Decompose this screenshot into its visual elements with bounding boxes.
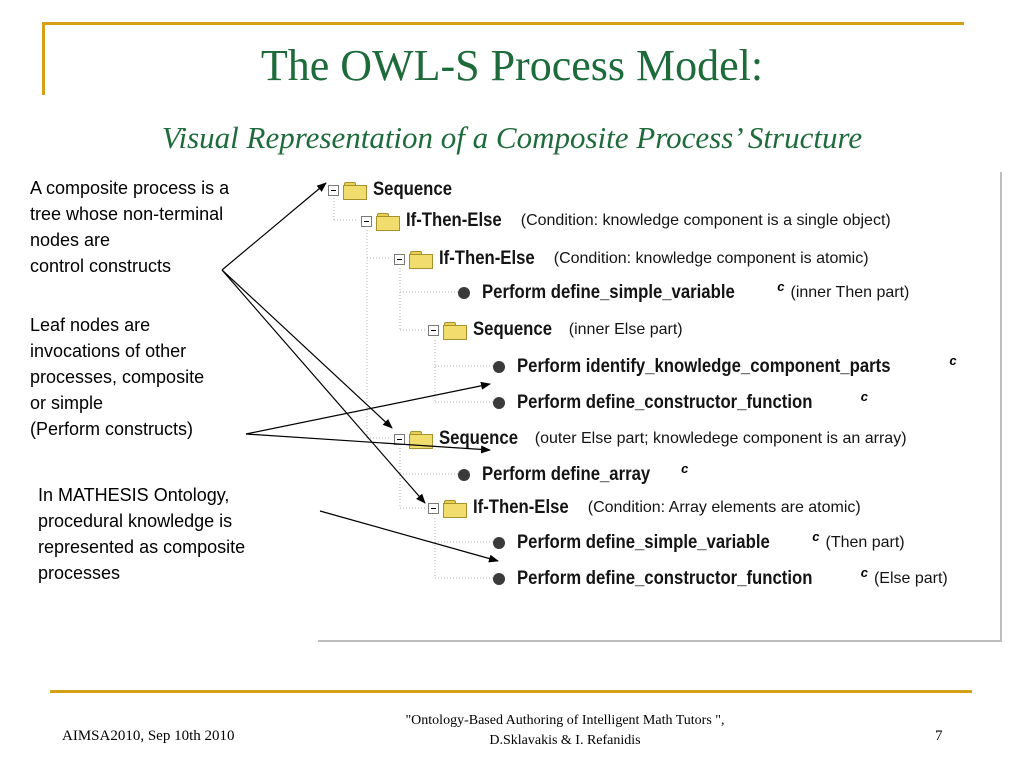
node-label: Perform define_simple_variable: [482, 282, 735, 303]
tree-node-if-then-else-outer[interactable]: If-Then-Else (Condition: knowledge compo…: [361, 206, 891, 236]
composite-mark: c: [812, 528, 820, 544]
tree-node-perform-define-array[interactable]: Perform define_array c: [448, 460, 688, 490]
slide-subtitle: Visual Representation of a Composite Pro…: [161, 120, 863, 155]
folder-icon: [409, 430, 433, 449]
folder-icon: [443, 321, 467, 340]
node-label: If-Then-Else: [406, 210, 502, 231]
slide-title: The OWL-S Process Model:: [260, 41, 764, 90]
node-label: Perform define_constructor_function: [517, 568, 813, 589]
process-tree-panel: Sequence If-Then-Else (Condition: knowle…: [318, 172, 1002, 642]
node-label: Sequence: [473, 319, 552, 340]
leaf-bullet-icon: [493, 397, 505, 409]
annotation-mathesis: In MATHESIS Ontology, procedural knowled…: [38, 485, 246, 583]
tree-node-sequence-root[interactable]: Sequence: [328, 175, 463, 205]
node-note: (Condition: knowledge component is a sin…: [520, 212, 891, 229]
tree-node-if-then-else-inner[interactable]: If-Then-Else (Condition: knowledge compo…: [394, 244, 869, 274]
left-border-line: [42, 22, 45, 95]
collapse-icon[interactable]: [428, 502, 439, 514]
tree-node-perform-define-constructor-2[interactable]: Perform define_constructor_function c (E…: [483, 564, 948, 594]
collapse-icon[interactable]: [328, 184, 339, 196]
tree-node-if-then-else-array[interactable]: If-Then-Else (Condition: Array elements …: [428, 493, 861, 523]
composite-mark: c: [860, 564, 868, 580]
node-label: Sequence: [439, 428, 518, 449]
footer-divider: [50, 690, 972, 693]
folder-icon: [443, 499, 467, 518]
collapse-icon[interactable]: [361, 215, 372, 227]
node-label: Perform identify_knowledge_component_par…: [517, 356, 891, 377]
node-note: (Then part): [825, 534, 905, 551]
leaf-bullet-icon: [458, 287, 470, 299]
tree-node-sequence-outer-else[interactable]: Sequence (outer Else part; knowledege co…: [394, 424, 907, 454]
node-note: (Else part): [873, 570, 948, 587]
composite-mark: c: [681, 460, 689, 476]
composite-mark: c: [949, 352, 957, 368]
collapse-icon[interactable]: [428, 324, 439, 336]
tree-node-perform-identify-parts[interactable]: Perform identify_knowledge_component_par…: [483, 352, 957, 382]
node-label: Perform define_constructor_function: [517, 392, 813, 413]
collapse-icon[interactable]: [394, 433, 405, 445]
node-note: (inner Then part): [790, 284, 910, 301]
leaf-bullet-icon: [458, 469, 470, 481]
top-border-line: [42, 22, 964, 25]
annotation-leaf-nodes: Leaf nodes are invocations of other proc…: [30, 315, 205, 439]
collapse-icon[interactable]: [394, 253, 405, 265]
tree-node-perform-define-constructor-1[interactable]: Perform define_constructor_function c: [483, 388, 868, 418]
page-number: 7: [935, 728, 943, 744]
leaf-bullet-icon: [493, 361, 505, 373]
node-label: Perform define_simple_variable: [517, 532, 770, 553]
node-note: (Condition: knowledge component is atomi…: [553, 250, 869, 267]
tree-node-perform-define-simple-variable-1[interactable]: Perform define_simple_variable c (inner …: [448, 278, 909, 308]
tree-node-sequence-inner-else[interactable]: Sequence (inner Else part): [428, 315, 683, 345]
folder-icon: [376, 212, 400, 231]
footer-conference: AIMSA2010, Sep 10th 2010: [62, 728, 235, 744]
node-label: If-Then-Else: [439, 248, 535, 269]
tree-node-perform-define-simple-variable-2[interactable]: Perform define_simple_variable c (Then p…: [483, 528, 905, 558]
node-label: Sequence: [373, 179, 452, 200]
node-note: (outer Else part; knowledege component i…: [534, 430, 907, 447]
node-label: Perform define_array: [482, 464, 651, 485]
node-note: (inner Else part): [568, 321, 683, 338]
node-label: If-Then-Else: [473, 497, 569, 518]
composite-mark: c: [777, 278, 785, 294]
leaf-bullet-icon: [493, 537, 505, 549]
leaf-bullet-icon: [493, 573, 505, 585]
node-note: (Condition: Array elements are atomic): [587, 499, 861, 516]
folder-icon: [343, 181, 367, 200]
footer-citation: "Ontology-Based Authoring of Intelligent…: [405, 713, 725, 748]
composite-mark: c: [860, 388, 868, 404]
folder-icon: [409, 250, 433, 269]
annotation-composite-tree: A composite process is a tree whose non-…: [30, 178, 230, 276]
